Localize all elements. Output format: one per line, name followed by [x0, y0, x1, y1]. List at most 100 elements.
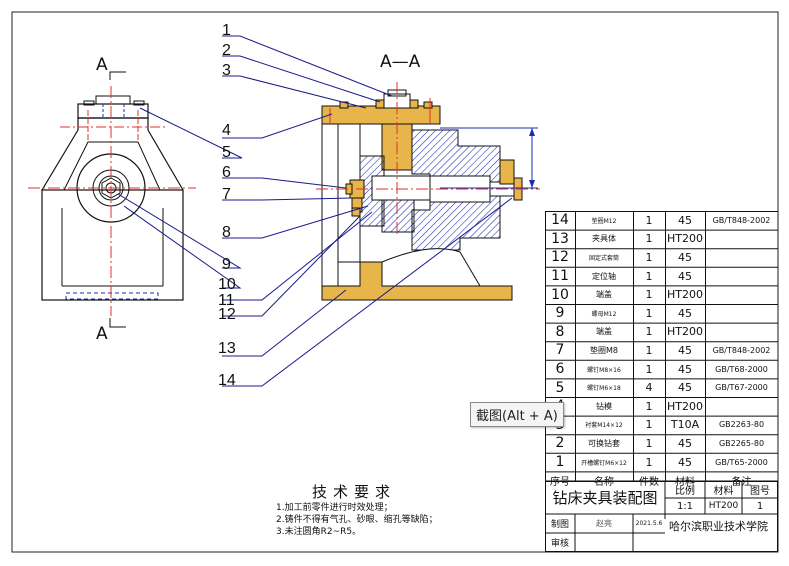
drawn-date: 2021.5.6 [635, 520, 663, 527]
bom-cell-no: 10 [551, 286, 569, 303]
bom-cell-name: 衬套M14×12 [585, 422, 623, 430]
bom-cell-name: 螺母M12 [591, 310, 617, 318]
bom-cell-material: HT200 [667, 288, 703, 302]
bom-cell-material: HT200 [667, 399, 703, 413]
bom-cell-no: 8 [555, 323, 565, 340]
bom-cell-material: 45 [678, 381, 692, 395]
bom-header-no: 序号 [550, 477, 570, 489]
bom-cell-remark: GB/T848-2002 [712, 345, 771, 355]
bom-cell-name: 钻模 [596, 401, 612, 411]
bom-cell-name: 开槽螺钉M6×12 [581, 459, 627, 467]
bom-cell-material: 45 [678, 213, 692, 227]
callout-3: 3 [222, 62, 231, 79]
bom-cell-qty: 1 [645, 306, 653, 320]
callout-7: 7 [222, 186, 231, 203]
callout-1: 1 [222, 22, 231, 39]
bom-cell-qty: 1 [645, 399, 653, 413]
bom-cell-qty: 1 [645, 325, 653, 339]
bom-cell-qty: 4 [645, 381, 653, 395]
bom-cell-remark [705, 248, 778, 267]
bom-cell-remark: GB/T65-2000 [715, 457, 768, 467]
drawing-border [11, 11, 779, 553]
bom-cell-no: 13 [551, 230, 569, 247]
bom-cell-name: 螺钉M8×16 [587, 366, 621, 374]
tech-requirement-2: 2.铸件不得有气孔、砂眼、缩孔等缺陷； [276, 515, 438, 525]
material-value: HT200 [708, 501, 739, 511]
section-view-label: A—A [380, 52, 421, 72]
bom-cell-material: HT200 [667, 325, 703, 339]
bom-cell-qty: 1 [645, 213, 653, 227]
bom-cell-no: 5 [555, 379, 565, 396]
bom-cell-qty: 1 [645, 269, 653, 283]
drawing-no-label: 图号 [750, 486, 770, 497]
scale-value: 1:1 [676, 500, 694, 512]
bom-cell-qty: 1 [645, 288, 653, 302]
tech-requirements-title: 技术要求 [312, 483, 397, 501]
section-view [316, 82, 540, 301]
bom-cell-no: 2 [555, 435, 565, 452]
callout-5: 5 [222, 144, 231, 161]
bom-cell-material: 45 [678, 306, 692, 320]
callout-12: 12 [218, 306, 236, 323]
callout-11: 11 [218, 292, 235, 309]
bom-cell-qty: 1 [645, 362, 653, 376]
bom-cell-remark [705, 323, 778, 342]
left-view-label-bottom: A [96, 324, 108, 344]
bom-cell-material: 45 [678, 455, 692, 469]
bom-cell-name: 垫圈M12 [591, 217, 617, 225]
bom-cell-name: 端盖 [596, 290, 612, 300]
bom-cell-no: 9 [555, 305, 565, 322]
bom-cell-name: 固定式套筒 [588, 254, 619, 262]
bom-cell-remark [705, 230, 778, 249]
callout-6: 6 [222, 164, 231, 181]
bom-cell-remark: GB2263-80 [718, 420, 765, 430]
bom-cell-qty: 1 [645, 418, 653, 432]
bom-cell-name: 螺钉M6×18 [587, 385, 621, 393]
school-name: 哈尔滨职业技术学院 [669, 520, 768, 533]
bom-cell-material: 45 [678, 343, 692, 357]
callout-14: 14 [218, 372, 236, 389]
drawing-no-value: 1 [756, 500, 764, 512]
bom-cell-no: 7 [555, 342, 565, 359]
callout-8: 8 [222, 224, 231, 241]
bom-cell-remark: GB2265-80 [718, 438, 765, 448]
bom-cell-remark [705, 397, 778, 416]
callout-4: 4 [222, 122, 231, 139]
bom-cell-remark [705, 285, 778, 304]
left-view [28, 71, 196, 328]
title-block: 钻床夹具装配图 比例 材料 图号 1:1 HT200 1 制图 赵亮 2021.… [545, 481, 778, 552]
screenshot-tooltip: 截图(Alt + A) [470, 402, 564, 427]
leader-lines [117, 35, 513, 387]
bom-header-qty: 件数 [639, 477, 659, 489]
bom-cell-remark [705, 267, 778, 286]
scale-label: 比例 [675, 486, 695, 497]
bom-cell-name: 可换钻套 [588, 438, 620, 448]
callout-10: 10 [218, 276, 236, 293]
bom-cell-name: 垫圈M8 [590, 345, 618, 355]
bom-cell-material: HT200 [667, 232, 703, 246]
bom-cell-no: 14 [551, 212, 569, 229]
bom-cell-qty: 1 [645, 232, 653, 246]
bom-cell-qty: 1 [645, 455, 653, 469]
drawing-title: 钻床夹具装配图 [552, 489, 658, 507]
drawn-label: 制图 [550, 520, 569, 530]
bom-cell-material: 45 [678, 250, 692, 264]
bom-cell-material: T10A [670, 418, 700, 432]
bom-cell-qty: 1 [645, 343, 653, 357]
callout-9: 9 [222, 256, 231, 273]
bom-cell-name: 夹具体 [592, 234, 616, 244]
material-label: 材料 [713, 486, 734, 497]
bom-cell-no: 11 [551, 268, 569, 285]
bom-cell-qty: 1 [645, 436, 653, 450]
bom-cell-remark: GB/T67-2000 [715, 383, 768, 393]
bom-cell-name: 定位轴 [592, 271, 616, 281]
tech-requirement-1: 1.加工前零件进行时效处理； [276, 503, 393, 513]
bom-cell-no: 6 [555, 361, 565, 378]
bom-cell-material: 45 [678, 436, 692, 450]
bom-header-material: 材料 [675, 477, 695, 489]
bom-cell-no: 1 [555, 454, 565, 471]
checked-label: 审核 [550, 539, 569, 549]
left-view-label-top: A [96, 55, 108, 75]
